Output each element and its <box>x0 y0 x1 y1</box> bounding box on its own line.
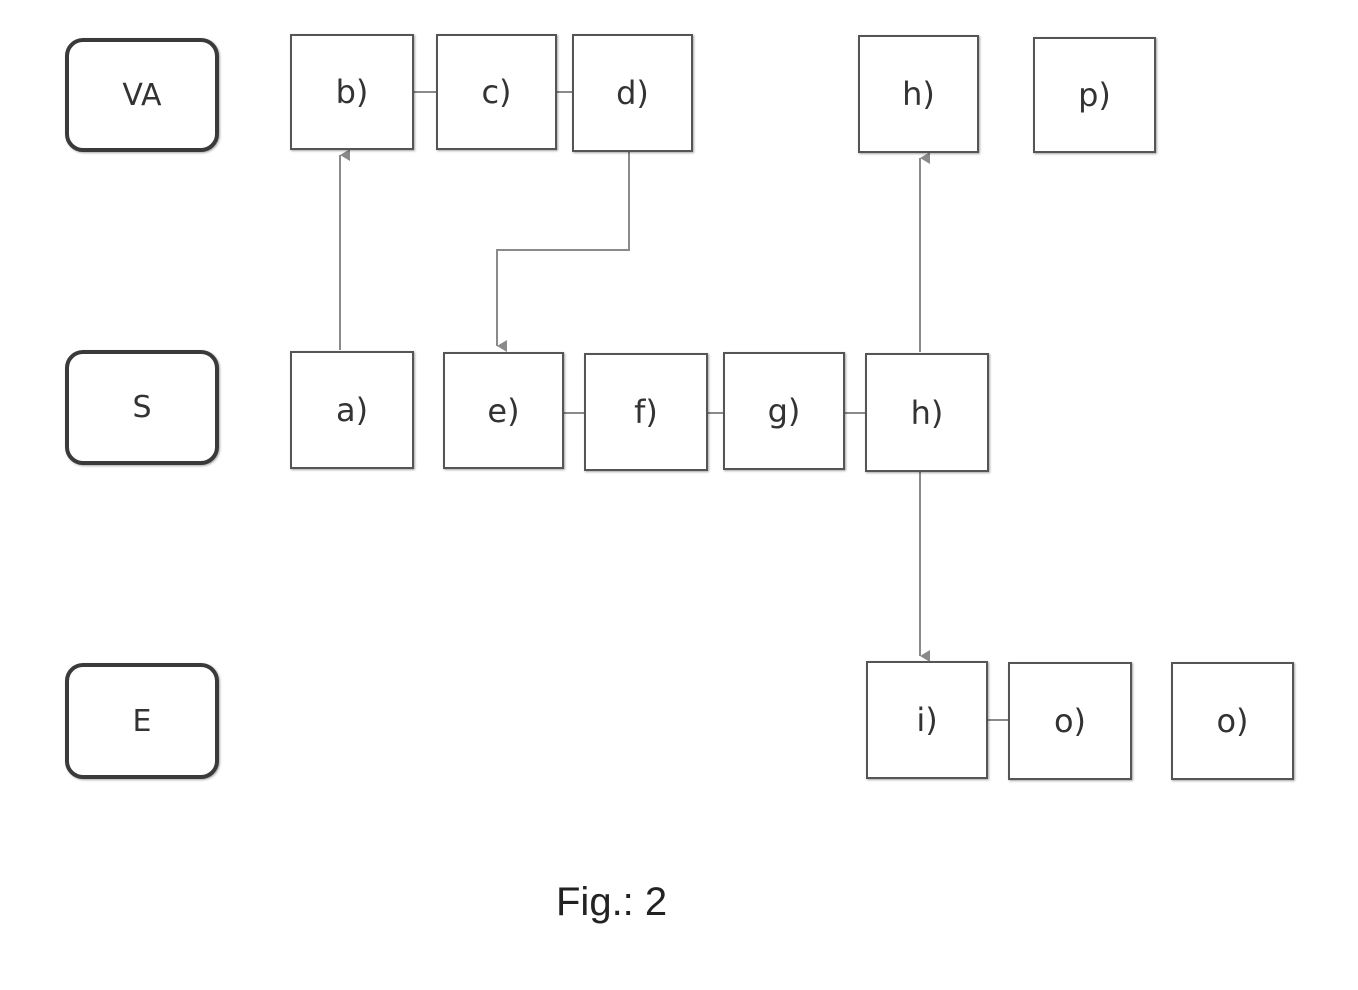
step-o-second: o) <box>1171 662 1294 780</box>
step-a: a) <box>290 351 414 469</box>
lane-va: VA <box>65 38 219 152</box>
step-p: p) <box>1033 37 1156 153</box>
lane-s: S <box>65 350 219 465</box>
step-h-mid: h) <box>865 353 989 472</box>
step-g: g) <box>723 352 845 470</box>
figure-caption: Fig.: 2 <box>556 880 667 925</box>
step-h-top: h) <box>858 35 979 153</box>
step-f: f) <box>584 353 708 471</box>
step-b: b) <box>290 34 414 150</box>
lane-e: E <box>65 663 219 779</box>
step-i: i) <box>866 661 988 779</box>
arrow-d-to-e <box>497 152 629 346</box>
step-e: e) <box>443 352 564 469</box>
step-c: c) <box>436 34 557 150</box>
step-o-first: o) <box>1008 662 1132 780</box>
step-d: d) <box>572 34 693 152</box>
